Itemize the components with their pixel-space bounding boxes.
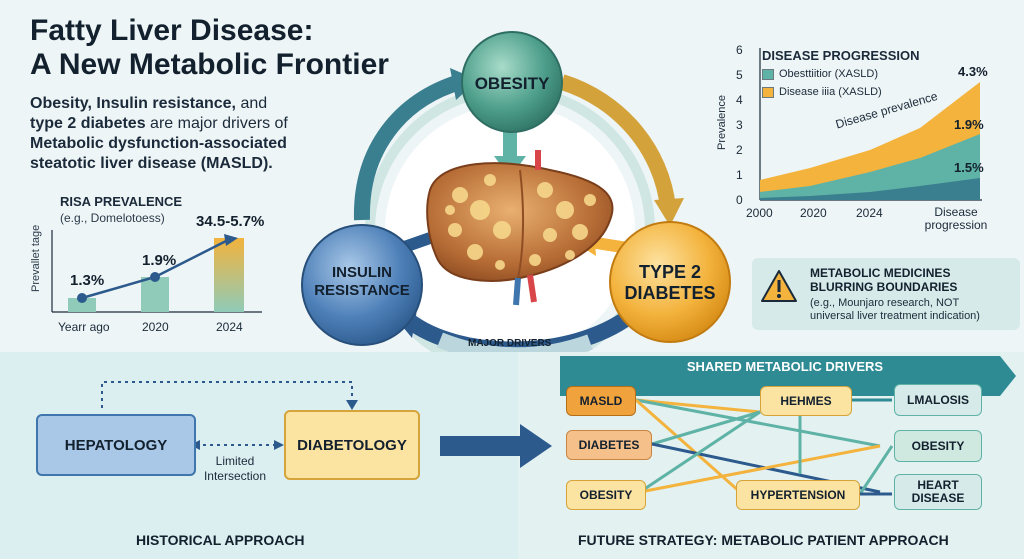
small-xtick-2: 2020 — [142, 320, 169, 334]
arrow-obesity-to-diabetes — [559, 74, 676, 210]
limited-arrow-right — [274, 440, 284, 450]
node-obesity-right: OBESITY — [894, 430, 982, 462]
intro-bold-2: type 2 diabetes — [30, 115, 146, 132]
small-trend-arrowhead — [224, 234, 238, 246]
future-header: SHARED METABOLIC DRIVERS — [686, 359, 884, 374]
node-hypertension: HYPERTENSION — [736, 480, 860, 510]
prog-ytick-6: 6 — [736, 43, 743, 57]
hepatology-box: HEPATOLOGY — [36, 414, 196, 476]
intro-text: Obesity, Insulin resistance, and type 2 … — [30, 94, 330, 174]
title-line-1: Fatty Liver Disease: — [30, 14, 314, 47]
small-chart-title: RISA PREVALENCE — [60, 194, 183, 209]
warning-text: (e.g., Mounjaro research, NOT universal … — [810, 297, 1020, 323]
prog-end-label-2: 1.9% — [954, 117, 984, 132]
legend-swatch-teal — [762, 68, 774, 80]
small-point-2 — [150, 272, 160, 282]
prog-ytick-3: 3 — [736, 118, 743, 132]
insulin-label-line-1: INSULIN — [332, 264, 392, 281]
small-bar-2 — [141, 277, 169, 312]
node-lmalosis: LMALOSIS — [894, 384, 982, 416]
limited-line-1: Limited — [215, 454, 255, 468]
small-xtick-1: Yearr ago — [58, 320, 110, 334]
node-masld: MASLD — [566, 386, 636, 416]
diabetes-label-line-2: DIABETES — [624, 283, 716, 303]
area-base — [760, 178, 980, 200]
small-xtick-3: 2024 — [216, 320, 243, 334]
progression-legend-item-2: Disease iiia (XASLD) — [762, 86, 882, 98]
legend-label-2: Disease iiia (XASLD) — [779, 86, 882, 98]
prog-xtick-2020: 2020 — [800, 206, 827, 220]
diabetes-label-line-1: TYPE 2 — [638, 262, 702, 282]
prog-xtick-2024: 2024 — [856, 206, 883, 220]
arrow-obesity-to-diabetes-head — [654, 198, 684, 226]
small-chart — [51, 230, 262, 313]
warning-title: METABOLIC MEDICINES BLURRING BOUNDARIES — [810, 266, 1020, 294]
area-obesity — [760, 134, 980, 200]
insulin-label: INSULIN RESISTANCE — [302, 264, 422, 300]
title-line-2: A New Metabolic Frontier — [30, 48, 389, 81]
limited-line-2: Intersection — [203, 469, 267, 483]
node-hehmes: HEHMES — [760, 386, 852, 416]
insulin-resistance-circle — [301, 224, 423, 346]
small-chart-subtitle: (e.g., Domelotoess) — [60, 211, 165, 225]
legend-swatch-orange — [762, 86, 774, 98]
diabetology-box: DIABETOLOGY — [284, 410, 420, 480]
small-bar-3 — [214, 238, 244, 312]
warning-title-line-1: METABOLIC MEDICINES — [810, 266, 951, 280]
prog-ytick-5: 5 — [736, 68, 743, 82]
prog-ytick-4: 4 — [736, 93, 743, 107]
node-diabetes: DIABETES — [566, 430, 652, 460]
obesity-circle — [461, 31, 563, 133]
prog-ytick-2: 2 — [736, 143, 743, 157]
warning-title-line-2: BLURRING BOUNDARIES — [810, 280, 958, 294]
liver-artery — [527, 274, 537, 303]
intro-bold-1: Obesity, Insulin resistance, — [30, 95, 236, 112]
major-drivers-label: MAJOR DRIVERS — [468, 338, 552, 349]
fat-droplets — [445, 174, 596, 270]
liver-lobe-line — [517, 169, 525, 279]
intro-plain-2: are major drivers of — [145, 115, 288, 132]
progression-legend-item-1: Obesttiitior (XASLD) — [762, 68, 878, 80]
insulin-label-line-2: RESISTANCE — [314, 282, 410, 299]
legend-label-1: Obesttiitior (XASLD) — [779, 68, 879, 80]
limited-intersection-label: Limited Intersection — [180, 454, 290, 484]
historical-dotted-loop — [101, 381, 353, 408]
prog-ytick-0: 0 — [736, 193, 743, 207]
progression-chart-title: DISEASE PROGRESSION — [762, 48, 920, 63]
progression-chart — [759, 48, 982, 210]
historical-caption: HISTORICAL APPROACH — [136, 532, 305, 548]
transition-arrow-body — [440, 436, 524, 456]
prog-end-label-3: 1.5% — [954, 160, 984, 175]
transition-arrow-head — [520, 424, 552, 468]
page-title: Fatty Liver Disease: A New Metabolic Fro… — [30, 14, 450, 82]
obesity-label: OBESITY — [474, 74, 550, 93]
small-label-3: 34.5-5.7% — [196, 213, 265, 230]
warning-text-line-2: universal liver treatment indication) — [810, 310, 980, 322]
liver-vein — [513, 277, 521, 306]
prog-xtick-2000: 2000 — [746, 206, 773, 220]
historical-dotted-arrowhead — [346, 400, 358, 410]
future-caption: FUTURE STRATEGY: METABOLIC PATIENT APPRO… — [578, 532, 949, 548]
intro-plain-1: and — [236, 95, 268, 112]
warning-text-line-1: (e.g., Mounjaro research, NOT — [810, 297, 960, 309]
prog-xtick-progression: Disease progression — [924, 205, 988, 232]
intro-bold-3: Metabolic dysfunction-associated — [30, 135, 287, 152]
prog-end-label-1: 4.3% — [958, 64, 988, 79]
diabetes-label: TYPE 2 DIABETES — [610, 262, 730, 304]
small-label-1: 1.3% — [70, 272, 105, 289]
arrow-insulin-to-obesity — [353, 74, 463, 221]
prog-ytick-1: 1 — [736, 168, 743, 182]
metabolic-cycle — [301, 31, 731, 360]
node-heart-disease: HEART DISEASE — [894, 474, 982, 510]
progression-ylabel: Prevalence — [716, 94, 728, 150]
small-label-2: 1.9% — [142, 252, 177, 269]
intro-bold-4: steatotic liver disease (MASLD). — [30, 155, 273, 172]
warning-icon — [761, 270, 797, 302]
node-obesity-left: OBESITY — [566, 480, 646, 510]
warning-panel — [752, 258, 1020, 330]
diabetes-circle — [609, 221, 731, 343]
small-bar-1 — [68, 298, 96, 312]
small-point-1 — [77, 293, 87, 303]
